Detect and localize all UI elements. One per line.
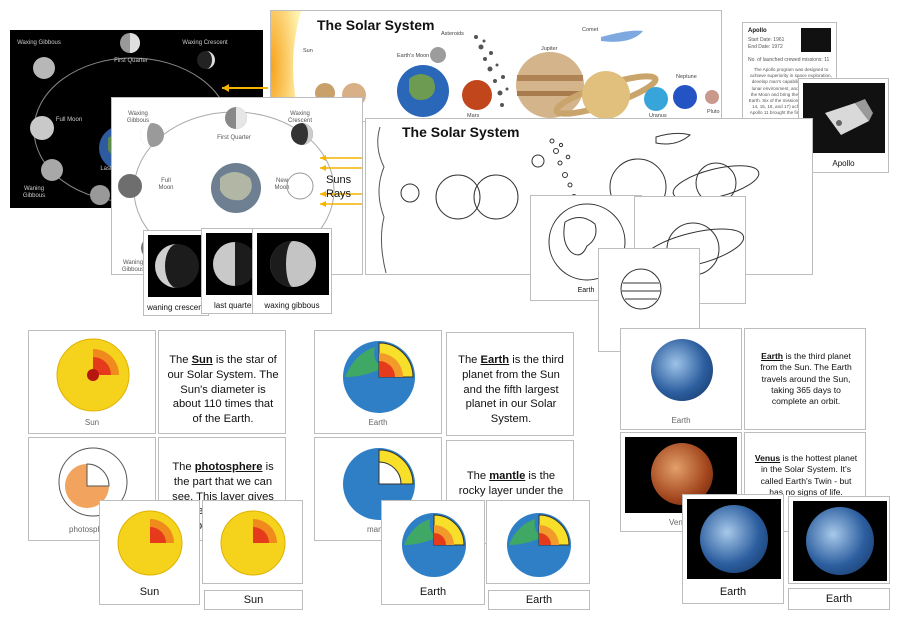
suns-rays-label: Suns Rays	[326, 174, 352, 200]
earth-big-card-1[interactable]: Earth	[381, 500, 485, 605]
earth-photo-big-card-2[interactable]	[788, 496, 890, 584]
light-label-waning-gibbous: Waning Gibbous	[121, 260, 145, 273]
apollo-module-icon	[825, 99, 873, 135]
earth-photo-card[interactable]: Earth	[620, 328, 742, 430]
earth-photo-name-label: Earth	[825, 593, 853, 605]
moon-photo-waning-crescent	[148, 235, 206, 297]
venus-photo-label: Venus	[669, 518, 692, 527]
earth-big-photo-2	[806, 507, 874, 575]
moon-card-label-last-quarter: last quarter	[213, 301, 255, 310]
light-label-waxing-crescent: Waxing Crescent	[287, 111, 312, 124]
apollo-info-end: End Date: 1972	[748, 44, 783, 50]
outline-jupiter-icon	[620, 268, 662, 310]
earth-big-icon-2	[507, 513, 571, 577]
earth-photo-label: Earth	[671, 416, 691, 425]
apollo-info-title: Apollo	[748, 28, 767, 34]
earth-fact-card[interactable]: Earth is the third planet from the Sun. …	[744, 328, 866, 430]
outline-earth-label: Earth	[577, 287, 595, 294]
earth-text-card[interactable]: The Earth is the third planet from the S…	[446, 332, 574, 436]
earth-text: The Earth is the third planet from the S…	[458, 354, 564, 426]
moon-card-label-waxing-gibbous: waxing gibbous	[264, 301, 320, 310]
solar-color-label-asteroids: Asteroids	[441, 31, 464, 37]
earth-photo-name-card[interactable]: Earth	[788, 588, 890, 610]
mantle-picture-card[interactable]: mantle	[314, 437, 442, 541]
dark-label-waning-gibbous: Waning Gibbous	[22, 186, 46, 199]
moon-orbit-light	[118, 107, 335, 269]
venus-fact-text: Venus is the hottest planet in the Solar…	[754, 453, 858, 498]
apollo-info-start: Start Date: 1961	[748, 37, 785, 43]
light-label-full-moon: Full Moon	[158, 178, 174, 191]
outline-earth-icon	[548, 203, 626, 281]
waning-crescent-moon-icon	[155, 244, 199, 288]
solar-color-label-jupiter: Jupiter	[541, 46, 558, 52]
dark-label-last: Last	[100, 166, 112, 172]
light-label-first-quarter: First Quarter	[217, 135, 251, 141]
light-label-waxing-gibbous: Waxing Gibbous	[126, 111, 150, 124]
earth-fact-text: Earth is the third planet from the Sun. …	[760, 351, 852, 407]
solar-color-label-pluto: Pluto	[707, 109, 720, 115]
sun-big-card-1[interactable]: Sun	[99, 500, 200, 605]
sun-big-icon-2	[220, 510, 286, 576]
sun-picture-card[interactable]: Sun	[28, 330, 156, 434]
light-label-new-moon: New Moon	[274, 178, 290, 191]
mantle-small-label: mantle	[367, 525, 392, 534]
solar-color-label-neptune: Neptune	[676, 74, 697, 80]
sun-big-card-2[interactable]	[202, 500, 303, 584]
earth-small-label: Earth	[368, 418, 388, 427]
earth-photo	[651, 339, 713, 401]
solar-color-label-sun: Sun	[303, 48, 313, 54]
solar-color-label-moon: Earth's Moon	[397, 53, 430, 59]
apollo-info-count: No. of launched crewed missions: 11	[748, 57, 830, 63]
dark-label-first-quarter: First Quarter	[114, 58, 148, 64]
photosphere-picture-card[interactable]: photosphere	[28, 437, 156, 541]
last-quarter-moon-icon	[213, 242, 257, 286]
sun-ray-arrows-light	[320, 155, 362, 207]
moon-card-waning-crescent[interactable]: waning crescent	[143, 230, 209, 316]
sun-big-label-1: Sun	[139, 586, 160, 598]
solar-outline-title: The Solar System	[402, 124, 520, 140]
apollo-info-thumb	[801, 28, 831, 52]
sun-text: The Sun is the star of our Solar System.…	[167, 354, 279, 426]
earth-cutaway-icon	[343, 341, 415, 413]
waxing-gibbous-moon-icon	[270, 241, 316, 287]
photosphere-small-label: photosphere	[69, 525, 114, 534]
photosphere-outline-icon	[58, 447, 128, 517]
sun-small-label: Sun	[84, 418, 100, 427]
earth-big-card-2[interactable]	[486, 500, 590, 584]
earth-big-icon-1	[402, 513, 466, 577]
apollo-card-label: Apollo	[832, 159, 855, 168]
earth-big-photo-1	[700, 505, 768, 573]
sun-text-card[interactable]: The Sun is the star of our Solar System.…	[158, 330, 286, 434]
earth-photo-big-label-1: Earth	[719, 586, 747, 598]
solar-color-planets	[271, 11, 719, 121]
earth-photo-big-card-1[interactable]: Earth	[682, 494, 784, 604]
earth-picture-card[interactable]: Earth	[314, 330, 442, 434]
earth-name-label: Earth	[525, 594, 553, 606]
solar-color-label-comet: Comet	[582, 27, 599, 33]
solar-color-label-mars: Mars	[467, 113, 480, 119]
sun-name-label: Sun	[243, 594, 264, 606]
sun-big-icon-1	[117, 510, 183, 576]
dark-label-full-moon: Full Moon	[55, 117, 83, 123]
moon-card-waxing-gibbous[interactable]: waxing gibbous	[252, 228, 332, 314]
solar-color-label-uranus: Uranus	[649, 113, 667, 119]
earth-big-label-1: Earth	[419, 586, 447, 598]
sun-cutaway-icon	[56, 338, 130, 412]
moon-card-label-waning-crescent: waning crescent	[147, 303, 205, 312]
dark-label-waxing-crescent: Waxing Crescent	[182, 40, 228, 46]
dark-label-waxing-gibbous: Waxing Gibbous	[17, 40, 61, 46]
moon-photo-waxing-gibbous	[257, 233, 329, 295]
sun-ray-arrows-top	[222, 84, 268, 92]
apollo-photo	[803, 83, 885, 153]
solar-color-title: The Solar System	[317, 17, 435, 33]
earth-name-card[interactable]: Earth	[488, 590, 590, 610]
sun-name-card[interactable]: Sun	[204, 590, 303, 610]
